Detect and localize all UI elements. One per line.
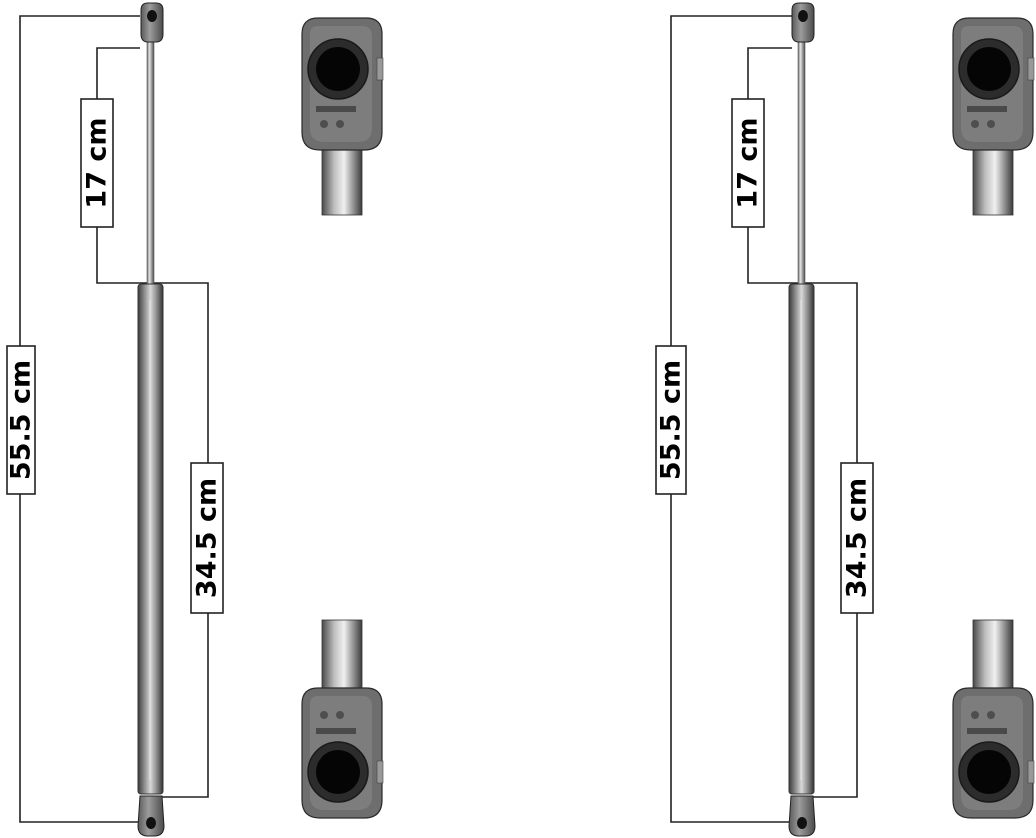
strut-assembly-2: 55.5 cm 17 cm 34.5 cm: [655, 2, 1035, 837]
bottom-end-fitting-2: [788, 795, 816, 837]
top-fitting-closeup-2: [952, 17, 1035, 216]
gas-strut-2: [788, 2, 816, 837]
piston-rod-2: [797, 41, 806, 287]
total-length-text-2: 55.5 cm: [656, 360, 687, 480]
rod-length-label-1: 17 cm: [80, 98, 114, 228]
gas-strut-1: [137, 2, 165, 837]
total-length-label-1: 55.5 cm: [6, 345, 37, 495]
strut-assembly-1: 55.5 cm 17 cm 34.5 cm: [6, 2, 384, 837]
body-length-text-2: 34.5 cm: [842, 478, 873, 598]
bottom-end-fitting-1: [137, 795, 165, 837]
dimension-lines-1: [19, 15, 209, 823]
total-length-bracket-1: [19, 15, 140, 823]
total-length-label-2: 55.5 cm: [655, 345, 687, 495]
top-end-fitting-2: [791, 2, 815, 43]
rod-length-text-2: 17 cm: [733, 117, 764, 208]
rod-length-text-1: 17 cm: [82, 117, 113, 208]
body-length-text-1: 34.5 cm: [192, 478, 223, 598]
rod-length-label-2: 17 cm: [731, 98, 765, 228]
body-length-label-1: 34.5 cm: [190, 462, 224, 614]
bottom-fitting-closeup-2: [952, 619, 1035, 819]
top-fitting-closeup-1: [301, 17, 384, 216]
top-end-fitting-1: [140, 2, 164, 43]
total-length-text-1: 55.5 cm: [6, 360, 37, 480]
piston-rod-1: [146, 41, 155, 287]
body-length-label-2: 34.5 cm: [840, 462, 874, 614]
bottom-fitting-closeup-1: [301, 619, 384, 819]
